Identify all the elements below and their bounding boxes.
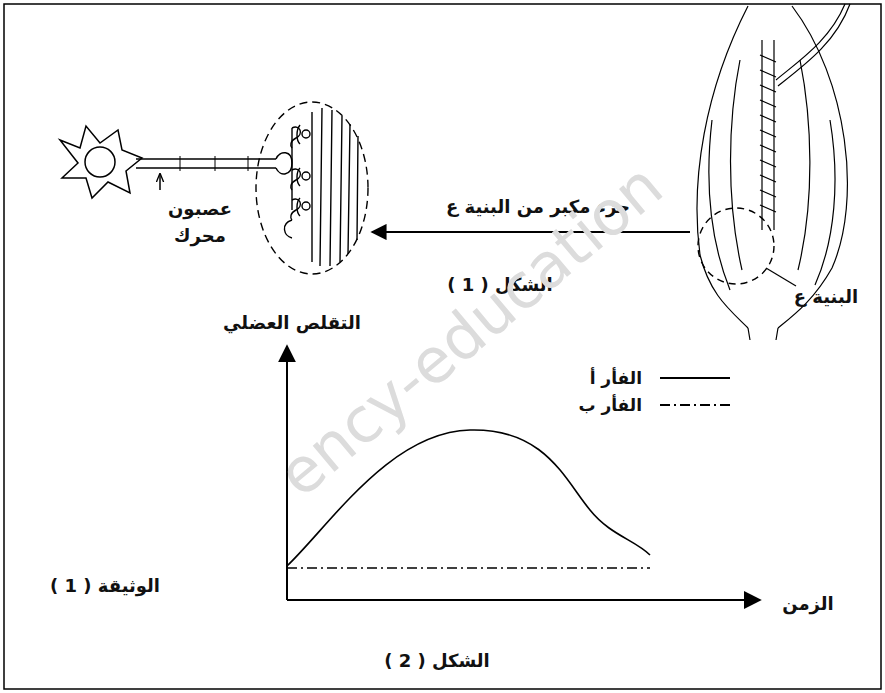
legend-line-sample	[656, 368, 736, 388]
mouse-b-line	[287, 567, 650, 569]
legend: الفأر أ الفأر ب	[560, 364, 736, 418]
outer-border	[4, 4, 881, 689]
figure-number: الشكل ( 2 )	[384, 647, 490, 674]
axis-label: التقلص العضلي	[223, 309, 361, 336]
legend-line-sample	[656, 395, 736, 415]
legend-row: الفأر أ	[560, 364, 736, 391]
part-label: عصبون محرك	[163, 195, 237, 249]
legend-text: الفأر ب	[560, 395, 642, 415]
legend-row: الفأر ب	[560, 391, 736, 418]
axis-label: الزمن	[782, 590, 833, 617]
x-axis	[287, 599, 760, 601]
motor-neuron	[60, 126, 292, 198]
legend-text: الفأر أ	[560, 368, 642, 388]
neuromuscular-junction	[256, 102, 368, 274]
document-number: الوثيقة ( 1 )	[50, 572, 160, 599]
part-label: البنية ع	[794, 283, 858, 310]
